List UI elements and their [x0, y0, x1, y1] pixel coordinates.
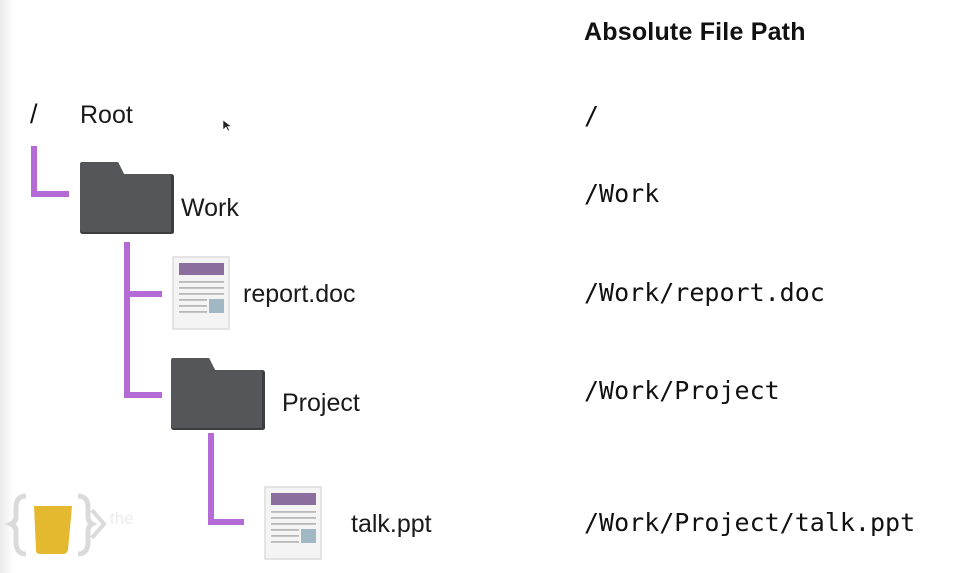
logo-icon	[4, 493, 107, 557]
connector-project-talk-horizontal	[208, 519, 244, 525]
path-report: /Work/report.doc	[584, 278, 825, 307]
path-root: /	[584, 101, 600, 130]
work-folder-icon	[80, 162, 174, 234]
root-symbol: /	[30, 99, 38, 129]
logo-text: the	[110, 509, 134, 528]
column-header: Absolute File Path	[584, 18, 806, 46]
report-doc-icon	[172, 256, 230, 330]
path-talk: /Work/Project/talk.ppt	[584, 508, 916, 537]
talk-ppt-icon	[264, 486, 322, 560]
work-label: Work	[181, 194, 239, 222]
talk-label: talk.ppt	[351, 510, 432, 538]
connector-root-work-vertical	[31, 146, 37, 197]
connector-work-vertical	[124, 242, 130, 398]
connector-project-vertical	[208, 433, 214, 525]
root-label: Root	[80, 101, 133, 129]
left-edge-shadow	[0, 0, 14, 573]
project-folder-icon	[171, 358, 265, 430]
connector-work-project-horizontal	[124, 392, 162, 398]
report-label: report.doc	[243, 280, 356, 308]
project-label: Project	[282, 389, 360, 417]
path-project: /Work/Project	[584, 376, 780, 405]
mouse-cursor-icon	[222, 119, 233, 132]
path-work: /Work	[584, 179, 660, 208]
connector-root-work-horizontal	[31, 191, 69, 197]
connector-work-report-horizontal	[124, 291, 162, 297]
